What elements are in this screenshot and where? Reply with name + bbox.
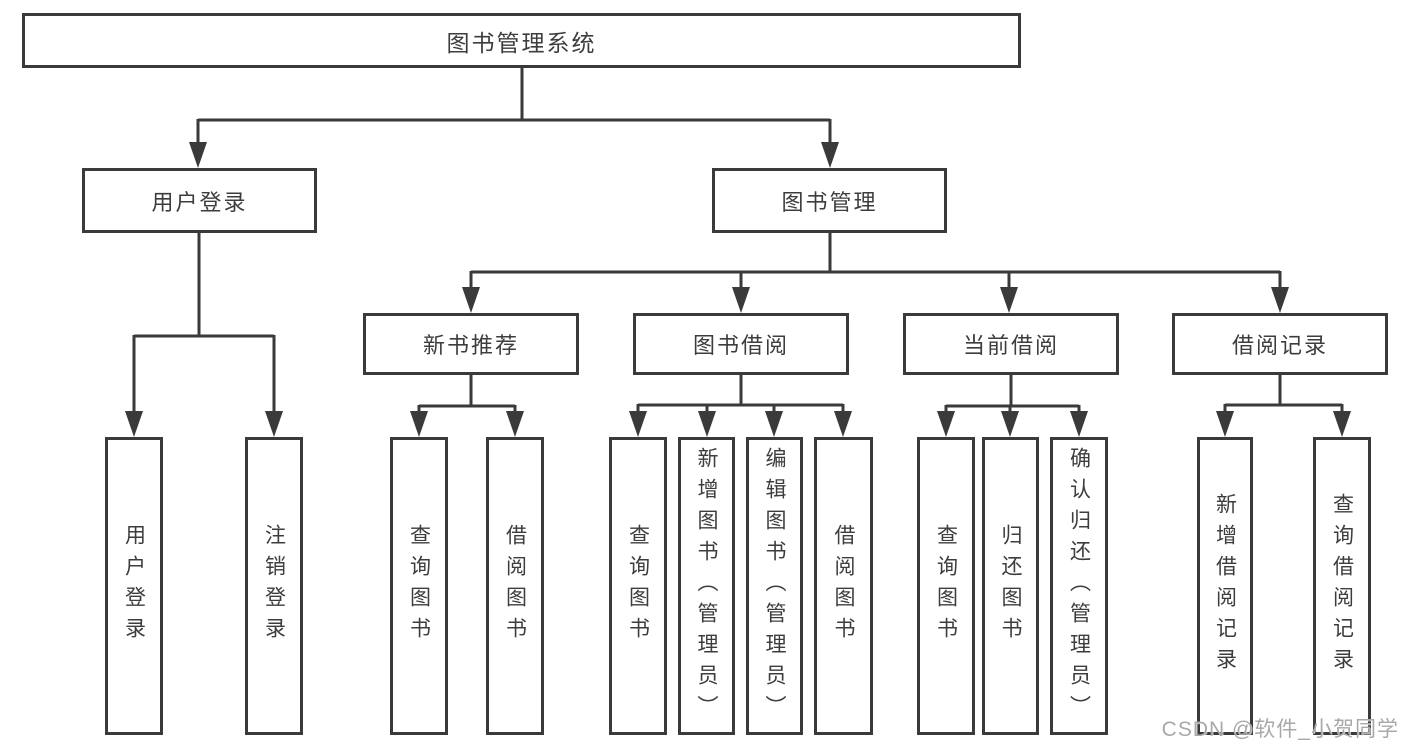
leaf-borrow-books-recommend: 借阅图书	[486, 437, 544, 735]
leaf-query-books-current: 查询图书	[917, 437, 975, 735]
leaf-add-books-admin: 新增图书（管理员）	[678, 437, 735, 735]
leaf-borrow-books: 借阅图书	[814, 437, 873, 735]
csdn-watermark: CSDN @软件_小贺同学	[1161, 718, 1399, 741]
leaf-add-borrow-record: 新增借阅记录	[1197, 437, 1253, 735]
node-user-login: 用户登录	[82, 168, 317, 233]
leaf-edit-books-admin: 编辑图书（管理员）	[746, 437, 803, 735]
leaf-query-borrow-record: 查询借阅记录	[1313, 437, 1371, 735]
node-borrowing-records: 借阅记录	[1172, 313, 1388, 375]
leaf-confirm-return-admin: 确认归还（管理员）	[1050, 437, 1108, 735]
node-book-management: 图书管理	[712, 168, 947, 233]
leaf-user-login: 用户登录	[105, 437, 163, 735]
leaf-query-books-recommend: 查询图书	[390, 437, 448, 735]
node-current-borrowing: 当前借阅	[903, 313, 1119, 375]
leaf-logout: 注销登录	[245, 437, 303, 735]
node-library-management-system: 图书管理系统	[22, 13, 1021, 68]
leaf-return-books: 归还图书	[982, 437, 1039, 735]
node-new-book-recommendation: 新书推荐	[363, 313, 579, 375]
node-book-borrowing: 图书借阅	[633, 313, 849, 375]
leaf-query-books-borrow: 查询图书	[609, 437, 667, 735]
